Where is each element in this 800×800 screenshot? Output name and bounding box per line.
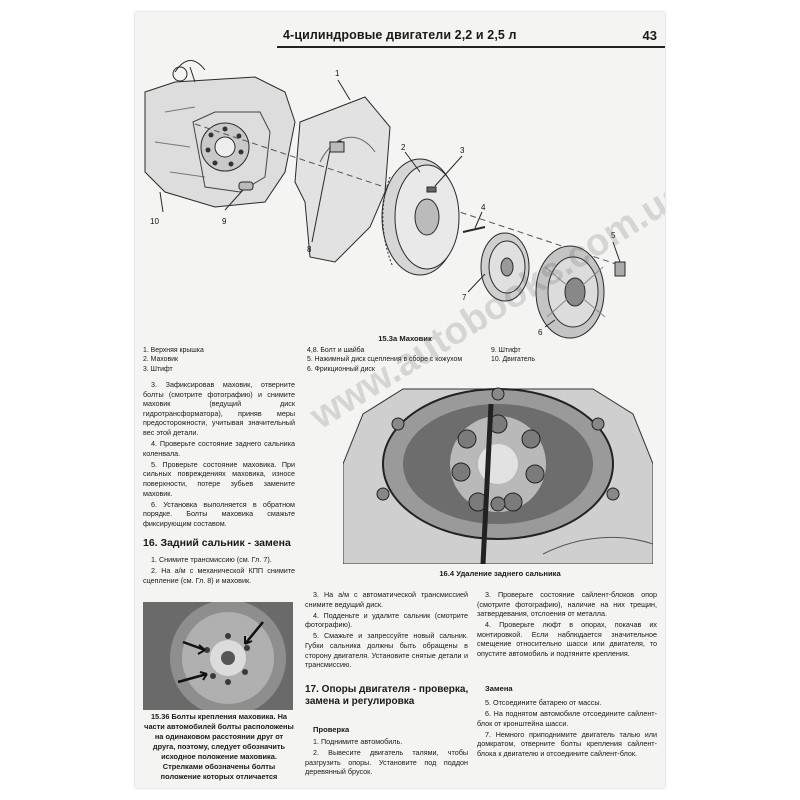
diagram-callout-2: 2 (401, 143, 406, 152)
left-column-text: 3. Зафиксировав маховик, отверните болты… (143, 380, 295, 530)
paragraph: 5. Отсоедините батарею от массы. (485, 698, 602, 707)
paragraph: 3. На а/м с автоматической трансмиссией … (305, 590, 468, 609)
diagram-callout-4: 4 (481, 203, 486, 212)
book-page: 4-цилиндровые двигатели 2,2 и 2,5 л 43 (135, 12, 665, 788)
paragraph: 5. Смажьте и запрессуйте новый сальник. … (305, 631, 468, 670)
section-17-text: 1. Поднимите автомобиль. 2. Вывесите дви… (305, 737, 468, 778)
diagram-callout-9: 9 (222, 217, 227, 226)
legend-item: 3. Штифт (143, 365, 173, 373)
paragraph: 5. Проверьте состояние маховика. При сил… (143, 459, 295, 498)
legend-item: 9. Штифт (491, 347, 521, 354)
replace-subheading: Замена (485, 684, 513, 693)
paragraph: 4. Подденьте и удалите сальник (смотрите… (305, 610, 468, 630)
rear-seal-removal-photo (343, 384, 653, 564)
paragraph: 4. Проверьте состояние заднего сальника … (143, 439, 295, 458)
page-number: 43 (642, 28, 657, 43)
diagram-callout-7: 7 (462, 293, 467, 302)
paragraph: 6. На поднятом автомобиле отсоедините са… (477, 709, 657, 728)
paragraph: 2. Вывесите двигатель талями, чтобы разг… (305, 748, 468, 777)
diagram-caption: 15.3а Маховик (378, 334, 432, 343)
running-header: 4-цилиндровые двигатели 2,2 и 2,5 л 43 (135, 24, 665, 50)
paragraph: 7. Немного приподнимите двигатель талью … (477, 729, 657, 758)
paragraph: 1. Снимите трансмиссию (см. Гл. 7). (151, 555, 272, 564)
right-column-text: 3. Проверьте состояние сайлент-блоков оп… (477, 590, 657, 660)
paragraph: 4. Проверьте люфт в опорах, покачав их м… (477, 620, 657, 659)
legend-item: 6. Фрикционный диск (307, 365, 375, 373)
paragraph: 1. Поднимите автомобиль. (313, 737, 403, 746)
legend-item: 2. Маховик (143, 356, 179, 364)
legend-item: 4,8. Болт и шайба (307, 347, 365, 354)
paragraph: 2. На а/м с механической КПП снимите сце… (143, 566, 295, 585)
diagram-callout-1: 1 (335, 69, 340, 78)
header-rule (277, 46, 665, 48)
photo-16-4-caption: 16.4 Удаление заднего сальника (439, 569, 561, 578)
paragraph: 6. Установка выполняется в обратном поря… (143, 499, 295, 528)
legend-item: 5. Нажимный диск сцепления в сборе с кож… (307, 356, 463, 364)
section-17-heading: 17. Опоры двигателя - проверка, замена и… (305, 684, 469, 707)
replace-text: 5. Отсоедините батарею от массы. 6. На п… (477, 698, 657, 760)
diagram-callout-8: 8 (307, 245, 312, 254)
legend-item: 1. Верхняя крышка (143, 347, 204, 354)
diagram-callout-10: 10 (150, 217, 159, 226)
legend-middle: 4,8. Болт и шайба 5. Нажимный диск сцепл… (307, 346, 487, 374)
flywheel-exploded-diagram: 1 2 3 4 5 6 7 8 9 10 (144, 60, 626, 339)
flywheel-bolts-photo (143, 602, 293, 710)
legend-right: 9. Штифт 10. Двигатель (491, 346, 611, 365)
paragraph: 3. Проверьте состояние сайлент-блоков оп… (477, 590, 657, 619)
section-16-text: 1. Снимите трансмиссию (см. Гл. 7). 2. Н… (143, 555, 295, 587)
paragraph: 3. Зафиксировав маховик, отверните болты… (143, 380, 295, 437)
section-17-subheading: Проверка (313, 725, 350, 734)
legend-left: 1. Верхняя крышка 2. Маховик 3. Штифт (143, 346, 303, 374)
diagram-callout-6: 6 (538, 328, 543, 337)
page-header-title: 4-цилиндровые двигатели 2,2 и 2,5 л (283, 28, 517, 42)
section-16-heading: 16. Задний сальник - замена (143, 537, 291, 549)
diagram-callout-3: 3 (460, 146, 465, 155)
photo-15-36-caption: 15.36 Болты крепления маховика. На части… (144, 712, 294, 781)
middle-column-text: 3. На а/м с автоматической трансмиссией … (305, 590, 468, 671)
diagram-callout-5: 5 (611, 231, 616, 240)
legend-item: 10. Двигатель (491, 356, 536, 364)
